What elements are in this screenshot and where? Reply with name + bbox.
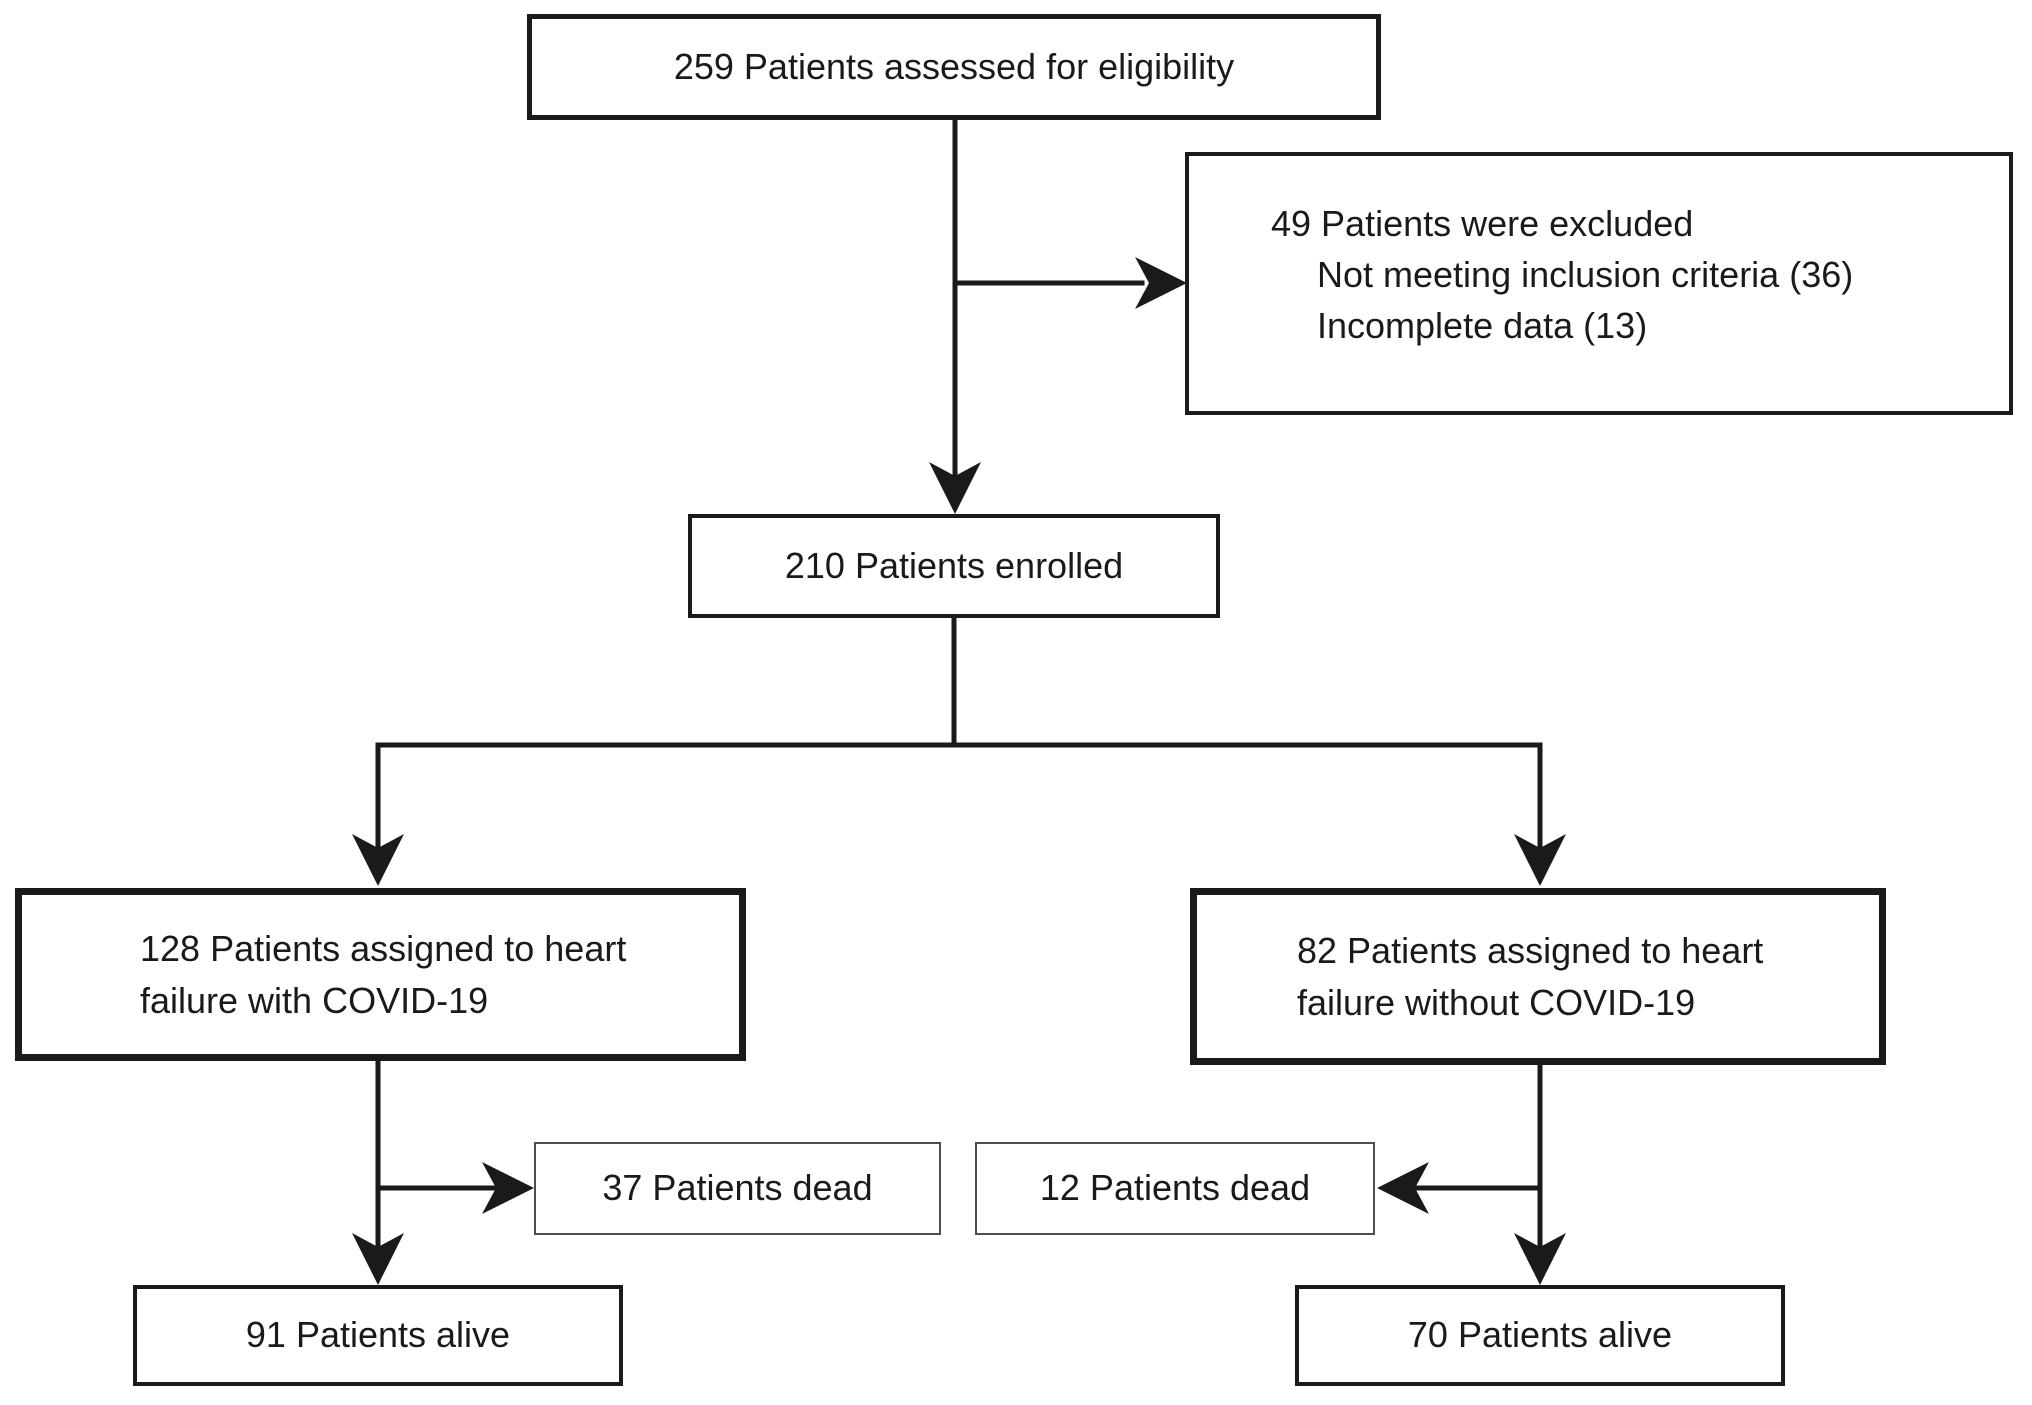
node-alive-no-covid: 70 Patients alive [1295, 1285, 1785, 1386]
node-excluded-title: 49 Patients were excluded [1271, 203, 1694, 244]
node-heart-failure-with-covid: 128 Patients assigned to heart failure w… [15, 888, 746, 1061]
node-excluded: 49 Patients were excluded Not meeting in… [1185, 152, 2013, 415]
node-dead-covid-label: 37 Patients dead [602, 1167, 873, 1209]
node-excluded-item: Not meeting inclusion criteria (36) [1317, 254, 1854, 296]
node-dead-no-covid-label: 12 Patients dead [1039, 1167, 1311, 1209]
node-enrolled-label: 210 Patients enrolled [784, 544, 1124, 586]
node-alive-covid-label: 91 Patients alive [245, 1314, 511, 1356]
node-heart-failure-without-covid-label: 82 Patients assigned to heart failure wi… [1297, 930, 1764, 1023]
node-dead-covid: 37 Patients dead [534, 1142, 941, 1235]
node-dead-no-covid: 12 Patients dead [975, 1142, 1375, 1235]
node-eligibility: 259 Patients assessed for eligibility [527, 14, 1381, 120]
node-excluded-item: Incomplete data (13) [1317, 305, 1648, 347]
node-alive-no-covid-label: 70 Patients alive [1407, 1314, 1673, 1356]
node-heart-failure-with-covid-label: 128 Patients assigned to heart failure w… [140, 928, 627, 1021]
node-enrolled: 210 Patients enrolled [688, 514, 1220, 618]
node-eligibility-label: 259 Patients assessed for eligibility [673, 45, 1235, 87]
node-alive-covid: 91 Patients alive [133, 1285, 623, 1386]
node-heart-failure-without-covid: 82 Patients assigned to heart failure wi… [1190, 888, 1886, 1065]
